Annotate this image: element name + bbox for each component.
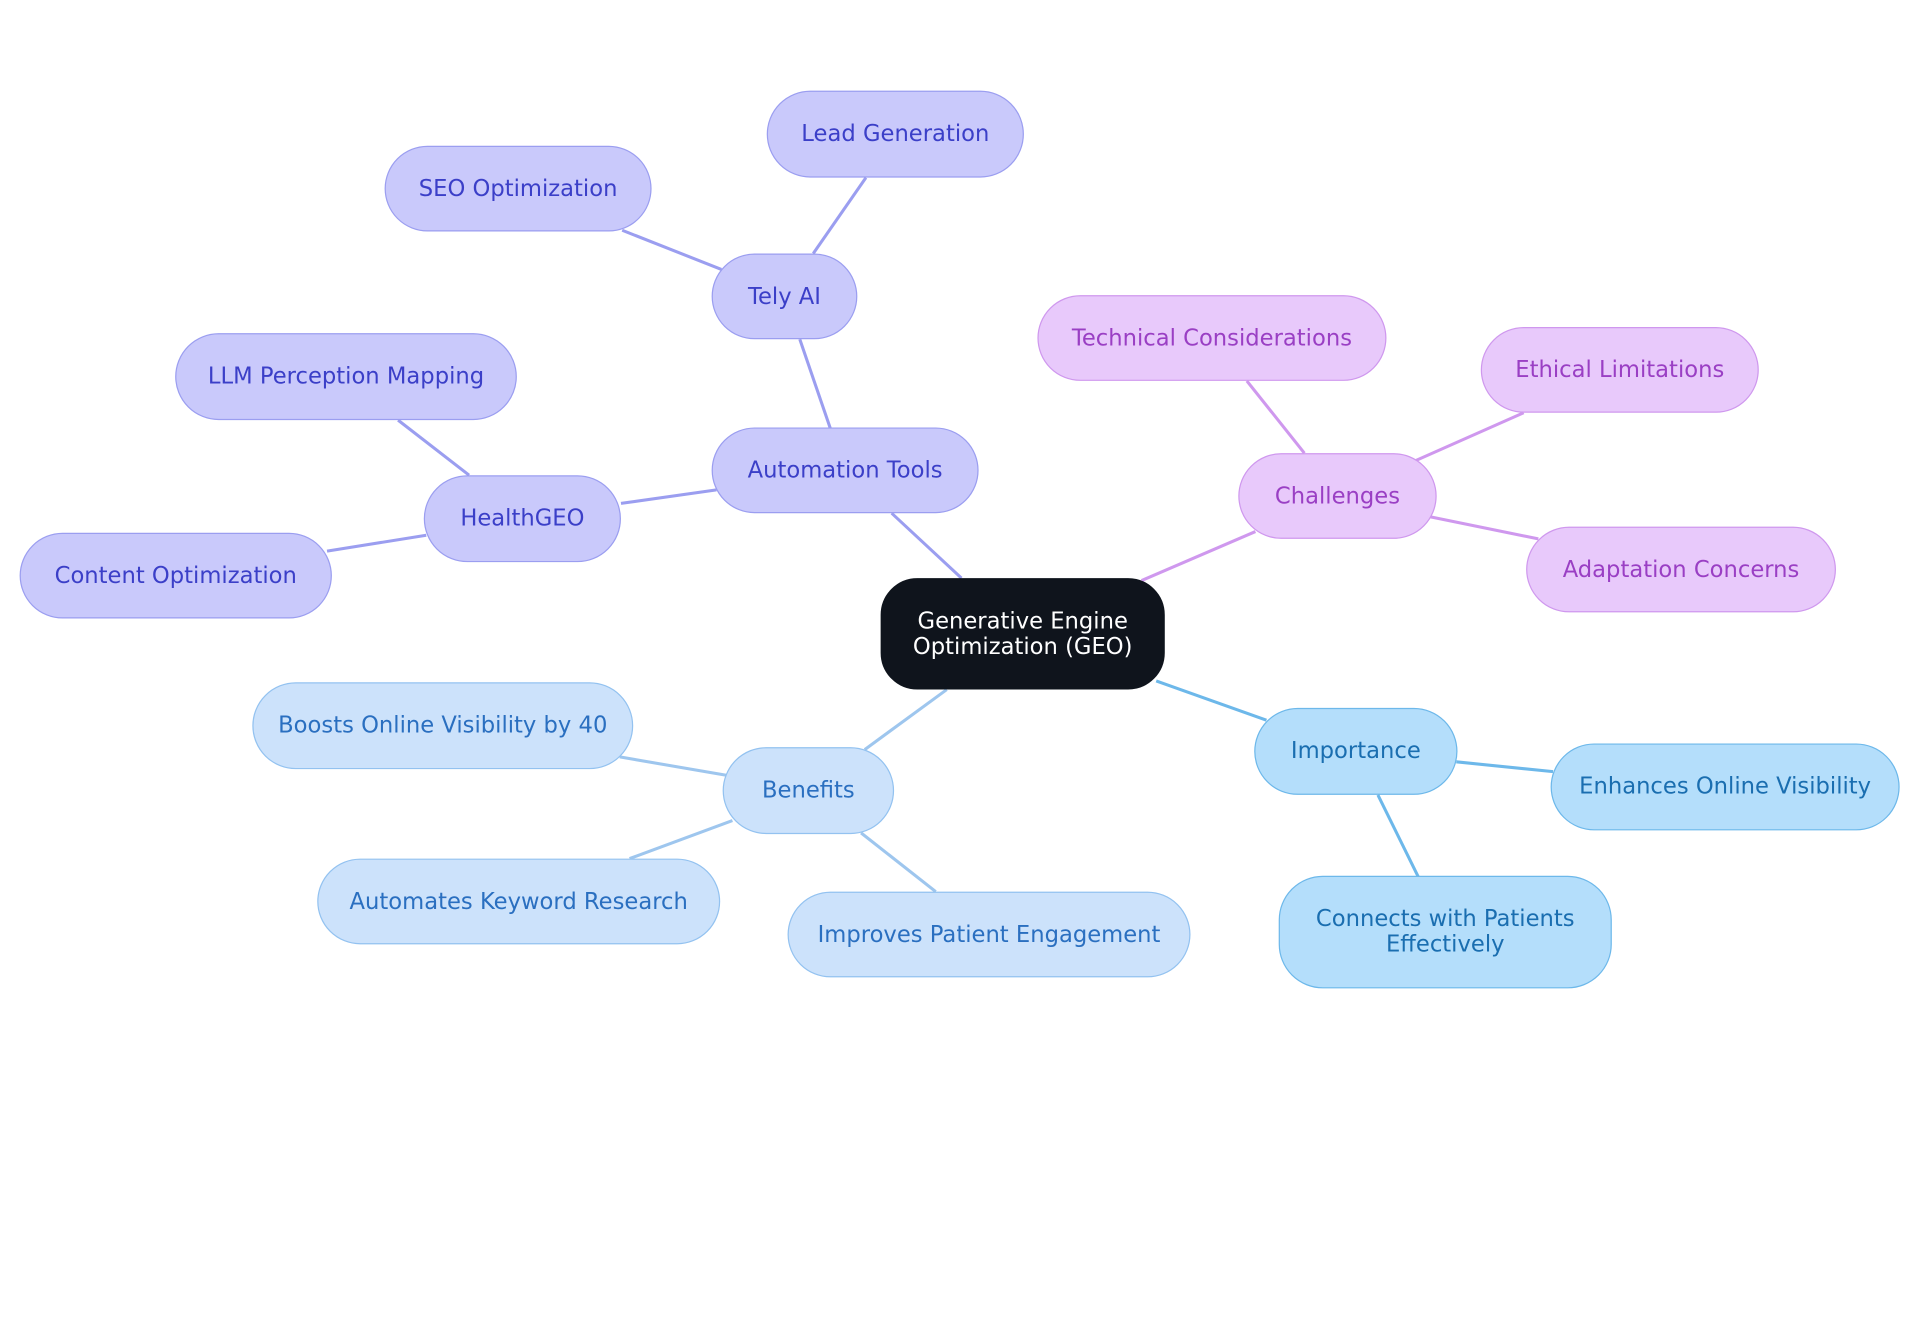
edge-healthgeo-llm <box>397 418 471 477</box>
node-challenges: Challenges <box>1238 453 1437 539</box>
edge-root-benefits <box>863 688 948 751</box>
node-boosts-online-visibility: Boosts Online Visibility by 40 <box>252 682 634 770</box>
node-adaptation-concerns: Adaptation Concerns <box>1526 526 1836 613</box>
node-benefits: Benefits <box>722 747 895 835</box>
node-content-optimization: Content Optimization <box>19 532 332 619</box>
edge-root-challenges <box>1140 530 1257 582</box>
edge-benefits-automates <box>629 819 733 861</box>
edge-healthgeo-content <box>326 533 427 553</box>
node-llm-perception-mapping: LLM Perception Mapping <box>175 333 517 421</box>
root-node: Generative Engine Optimization (GEO) <box>880 578 1165 690</box>
node-automation-tools: Automation Tools <box>711 427 979 514</box>
edge-challenges-ethical <box>1415 411 1525 462</box>
node-ethical-limitations: Ethical Limitations <box>1480 327 1759 413</box>
node-tely-ai: Tely AI <box>711 253 858 340</box>
node-importance: Importance <box>1254 707 1458 795</box>
edge-automation-healthgeo <box>620 488 717 505</box>
edge-benefits-improves <box>860 831 937 893</box>
edge-root-importance <box>1155 679 1267 722</box>
node-improves-patient-engagement: Improves Patient Engagement <box>787 891 1191 978</box>
node-automates-keyword-research: Automates Keyword Research <box>317 858 721 945</box>
node-technical-considerations: Technical Considerations <box>1037 295 1387 381</box>
node-connects-with-patients: Connects with Patients Effectively <box>1278 875 1612 989</box>
edge-benefits-boosts <box>619 755 727 777</box>
edge-root-automation <box>890 512 963 580</box>
edge-challenges-adaptation <box>1430 515 1539 541</box>
node-lead-generation: Lead Generation <box>766 90 1024 178</box>
node-enhances-online-visibility: Enhances Online Visibility <box>1550 743 1900 831</box>
root-label: Generative Engine Optimization (GEO) <box>912 608 1133 660</box>
node-healthgeo: HealthGEO <box>423 475 621 563</box>
edge-tely-lead <box>812 176 868 255</box>
edge-importance-connects <box>1376 794 1420 878</box>
edge-tely-seo <box>621 228 722 271</box>
edge-automation-tely <box>798 338 832 430</box>
node-seo-optimization: SEO Optimization <box>384 145 652 232</box>
edge-challenges-technical <box>1245 379 1306 455</box>
edge-importance-enhances <box>1456 760 1554 774</box>
connector-lines <box>326 176 1554 893</box>
